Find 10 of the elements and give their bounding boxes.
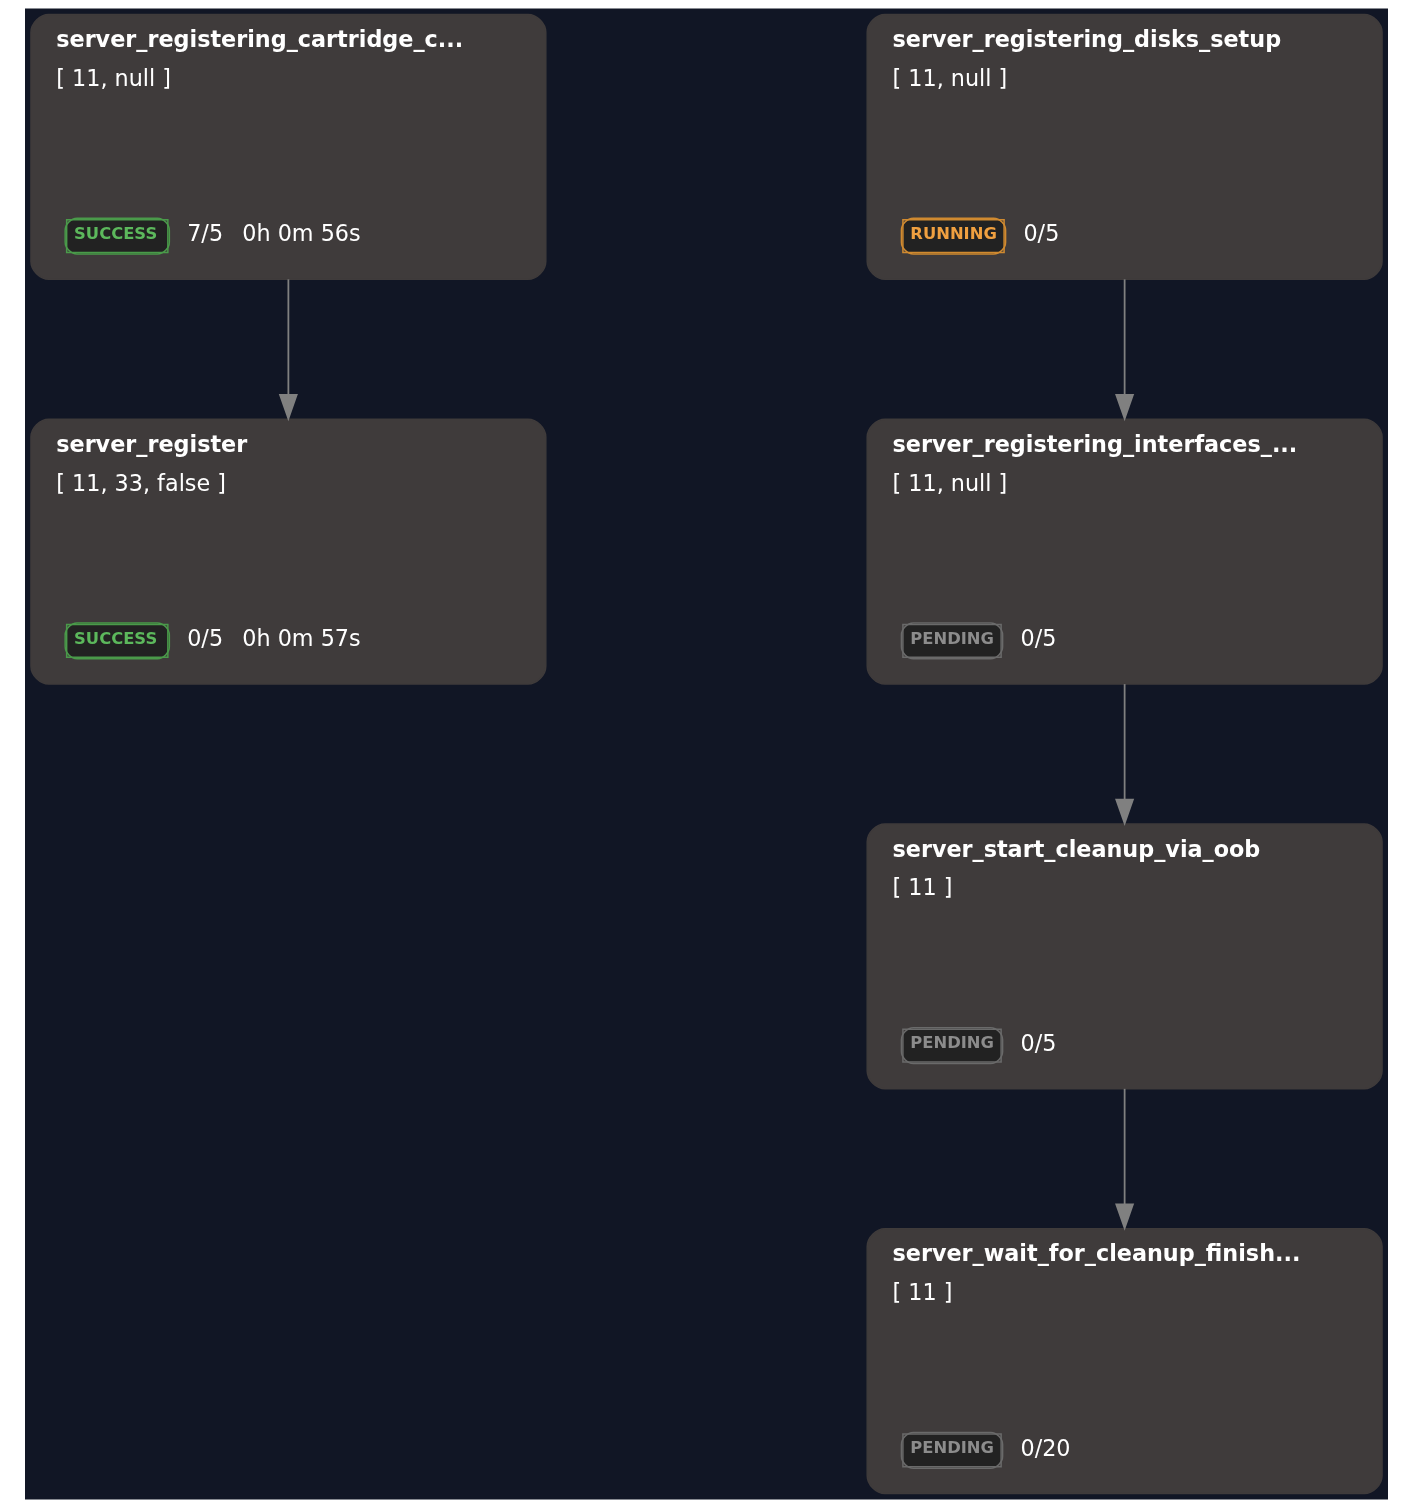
arrow	[278, 278, 298, 422]
node-box: server_registering_interfaces_... [ 11, null ] PENDING 0/5	[865, 418, 1383, 685]
arrow	[1114, 1087, 1134, 1231]
arrow	[1114, 278, 1134, 422]
arrow	[1114, 683, 1134, 827]
node-box: server_register [ 11, 33, false ] SUCCESS 0/5 0h 0m 57s	[29, 418, 547, 685]
node-box: server_registering_cartridge_c... [ 11, null ] SUCCESS 7/5 0h 0m 56s	[29, 13, 547, 281]
node-box: server_wait_for_cleanup_finish... [ 11 ] PENDING 0/20	[865, 1227, 1383, 1495]
node-box: server_start_cleanup_via_oob [ 11 ] PENDING 0/5	[865, 823, 1383, 1090]
node-box: server_registering_disks_setup [ 11, null ] RUNNING 0/5	[865, 13, 1383, 281]
